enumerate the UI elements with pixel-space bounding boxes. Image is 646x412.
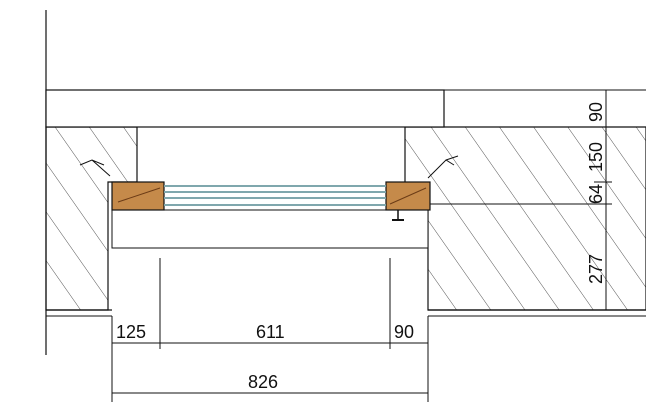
left-frame-grain: [117, 187, 161, 203]
vdim-label-277: 277: [586, 254, 606, 284]
vdim-label-64: 64: [586, 184, 606, 204]
left-frame-profile: [111, 181, 165, 211]
dim-label-611: 611: [256, 322, 285, 342]
dim-label-90-bottom: 90: [394, 322, 414, 342]
lintel-block: [45, 89, 445, 128]
left-anchor: [79, 159, 111, 177]
dim-label-125: 125: [116, 322, 146, 342]
dim-label-826: 826: [248, 372, 278, 392]
right-frame-grain: [389, 187, 427, 205]
vdim-label-90: 90: [586, 102, 606, 122]
right-wall-hatched: [404, 126, 646, 311]
vdim-label-150: 150: [586, 142, 606, 172]
right-anchor: [427, 155, 459, 179]
window-opening: [111, 209, 429, 249]
